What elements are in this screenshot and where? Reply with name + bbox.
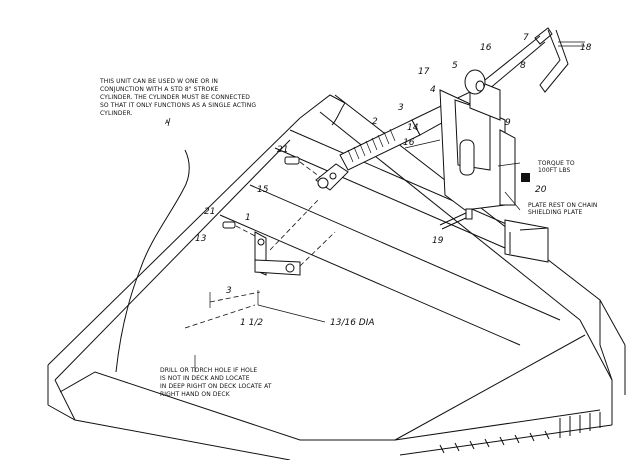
label-2: 2 — [372, 117, 378, 127]
note-top-line-5: CYLINDER. — [100, 110, 133, 117]
label-16-mid: 16 — [403, 138, 415, 148]
deck-outline — [47, 94, 626, 460]
note-drill-line-1: DRILL OR TORCH HOLE IF HOLE — [160, 367, 257, 374]
bracket-part-1 — [254, 231, 301, 276]
note-drill-line-2: IS NOT IN DECK AND LOCATE — [160, 375, 250, 382]
label-20: 20 — [535, 185, 547, 195]
label-14: 14 — [407, 123, 419, 133]
note-top-line-2: CONJUNCTION WITH A STD 8" STROKE — [100, 86, 218, 93]
note-top-line-4: SO THAT IT ONLY FUNCTIONS AS A SINGLE AC… — [100, 102, 256, 109]
pins — [222, 156, 321, 237]
label-7: 7 — [523, 33, 529, 43]
note-drill-line-4: RIGHT HAND ON DECK — [160, 391, 231, 398]
label-5: 5 — [452, 61, 458, 71]
part-numbers: 18 8 7 16 5 4 17 3 9 14 16 2 21 15 20 21… — [195, 33, 592, 328]
label-3-dim: 3 — [226, 286, 232, 296]
note-top-ref: A — [165, 119, 170, 126]
label-18: 18 — [580, 43, 592, 53]
label-17: 17 — [418, 67, 430, 77]
tube-frame — [274, 129, 549, 263]
label-dia: 13/16 DIA — [330, 318, 375, 328]
note-top-line-3: CYLINDER. THE CYLINDER MUST BE CONNECTED — [100, 94, 250, 101]
label-21-left: 21 — [204, 207, 215, 217]
label-1-12: 1 1/2 — [240, 318, 263, 328]
note-rest-line-1: PLATE REST ON CHAIN — [528, 202, 598, 209]
note-drill: DRILL OR TORCH HOLE IF HOLE IS NOT IN DE… — [160, 367, 272, 398]
label-8: 8 — [520, 61, 526, 71]
label-4: 4 — [430, 85, 436, 95]
note-rest: PLATE REST ON CHAIN SHIELDING PLATE — [528, 202, 598, 216]
note-top: THIS UNIT CAN BE USED W ONE OR IN CONJUN… — [99, 78, 256, 126]
label-13: 13 — [195, 234, 207, 244]
note-rest-line-2: SHIELDING PLATE — [528, 209, 582, 216]
note-torque-line-2: 100FT LBS — [538, 167, 571, 174]
note-torque-line-1: TORQUE TO — [537, 160, 575, 167]
hidden-lines — [184, 199, 336, 329]
label-3: 3 — [398, 103, 404, 113]
label-16-top: 16 — [480, 43, 492, 53]
label-15: 15 — [257, 185, 269, 195]
note-top-line-1: THIS UNIT CAN BE USED W ONE OR IN — [99, 78, 218, 85]
crank-handle — [534, 27, 585, 93]
note-drill-line-3: IN DEEP RIGHT ON DECK LOCATE AT — [160, 383, 272, 390]
label-9: 9 — [505, 118, 511, 128]
leader-lines — [167, 117, 521, 372]
label-19: 19 — [432, 236, 444, 246]
note-torque: TORQUE TO 100FT LBS — [537, 160, 575, 174]
detail-boundary — [115, 149, 190, 373]
bolt-19 — [439, 208, 473, 230]
label-1: 1 — [245, 213, 251, 223]
upright-plate — [439, 69, 530, 211]
label-21-top: 21 — [277, 145, 288, 155]
